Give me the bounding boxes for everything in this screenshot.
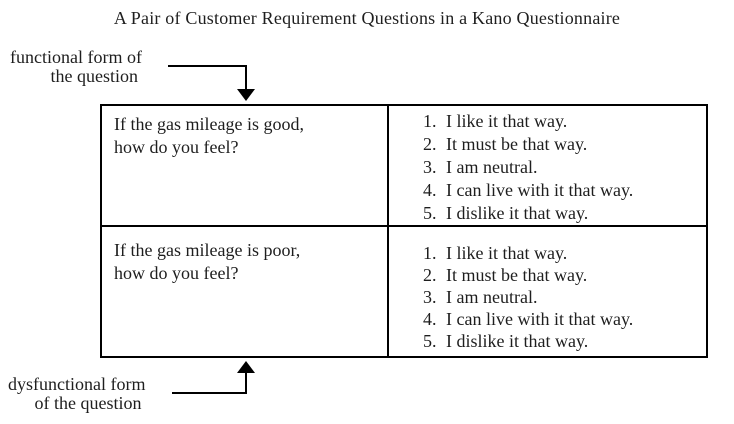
list-item: 1. I like it that way. [423, 110, 702, 133]
list-item: 5. I dislike it that way. [423, 330, 702, 352]
option-number: 1. [423, 111, 437, 131]
functional-form-label-line1: functional form of [10, 47, 142, 67]
table-cell-functional-question: If the gas mileage is good, how do you f… [102, 106, 389, 227]
option-text: I dislike it that way. [446, 331, 589, 351]
dysfunctional-arrow-vertical-line [245, 371, 247, 394]
option-number: 5. [423, 203, 437, 223]
functional-form-label: functional form of the question [10, 48, 142, 86]
list-item: 4. I can live with it that way. [423, 308, 702, 330]
table-cell-functional-options: 1. I like it that way. 2. It must be tha… [389, 106, 706, 227]
dysfunctional-form-label-line1: dysfunctional form [8, 374, 146, 394]
list-item: 3. I am neutral. [423, 156, 702, 179]
option-number: 3. [423, 287, 437, 307]
option-number: 4. [423, 309, 437, 329]
option-text: I like it that way. [446, 111, 568, 131]
option-text: I dislike it that way. [446, 203, 589, 223]
option-number: 3. [423, 157, 437, 177]
list-item: 2. It must be that way. [423, 133, 702, 156]
functional-question-line1: If the gas mileage is good, [114, 114, 304, 134]
dysfunctional-form-label: dysfunctional form of the question [8, 375, 145, 413]
option-text: I am neutral. [446, 157, 538, 177]
list-item: 1. I like it that way. [423, 242, 702, 264]
table-cell-dysfunctional-question: If the gas mileage is poor, how do you f… [102, 227, 389, 356]
option-number: 1. [423, 243, 437, 263]
functional-arrow-horizontal-line [168, 65, 247, 67]
option-text: I like it that way. [446, 243, 568, 263]
dysfunctional-arrow-up-icon [237, 361, 255, 373]
table-cell-dysfunctional-options: 1. I like it that way. 2. It must be tha… [389, 227, 706, 356]
option-text: I can live with it that way. [446, 180, 634, 200]
functional-arrow-vertical-line [245, 65, 247, 91]
functional-arrow-down-icon [237, 89, 255, 101]
list-item: 5. I dislike it that way. [423, 202, 702, 225]
option-number: 4. [423, 180, 437, 200]
figure-title: A Pair of Customer Requirement Questions… [113, 8, 621, 28]
option-text: It must be that way. [446, 265, 588, 285]
functional-form-label-line2: the question [50, 66, 138, 86]
option-number: 5. [423, 331, 437, 351]
list-item: 4. I can live with it that way. [423, 179, 702, 202]
option-text: I can live with it that way. [446, 309, 634, 329]
list-item: 3. I am neutral. [423, 286, 702, 308]
dysfunctional-question-line1: If the gas mileage is poor, [114, 240, 301, 260]
option-number: 2. [423, 265, 437, 285]
functional-question-line2: how do you feel? [114, 137, 239, 157]
option-number: 2. [423, 134, 437, 154]
dysfunctional-form-label-line2: of the question [34, 393, 142, 413]
option-text: I am neutral. [446, 287, 538, 307]
dysfunctional-question-line2: how do you feel? [114, 263, 239, 283]
dysfunctional-arrow-horizontal-line [172, 392, 247, 394]
kano-table: If the gas mileage is good, how do you f… [100, 104, 708, 358]
list-item: 2. It must be that way. [423, 264, 702, 286]
option-text: It must be that way. [446, 134, 588, 154]
